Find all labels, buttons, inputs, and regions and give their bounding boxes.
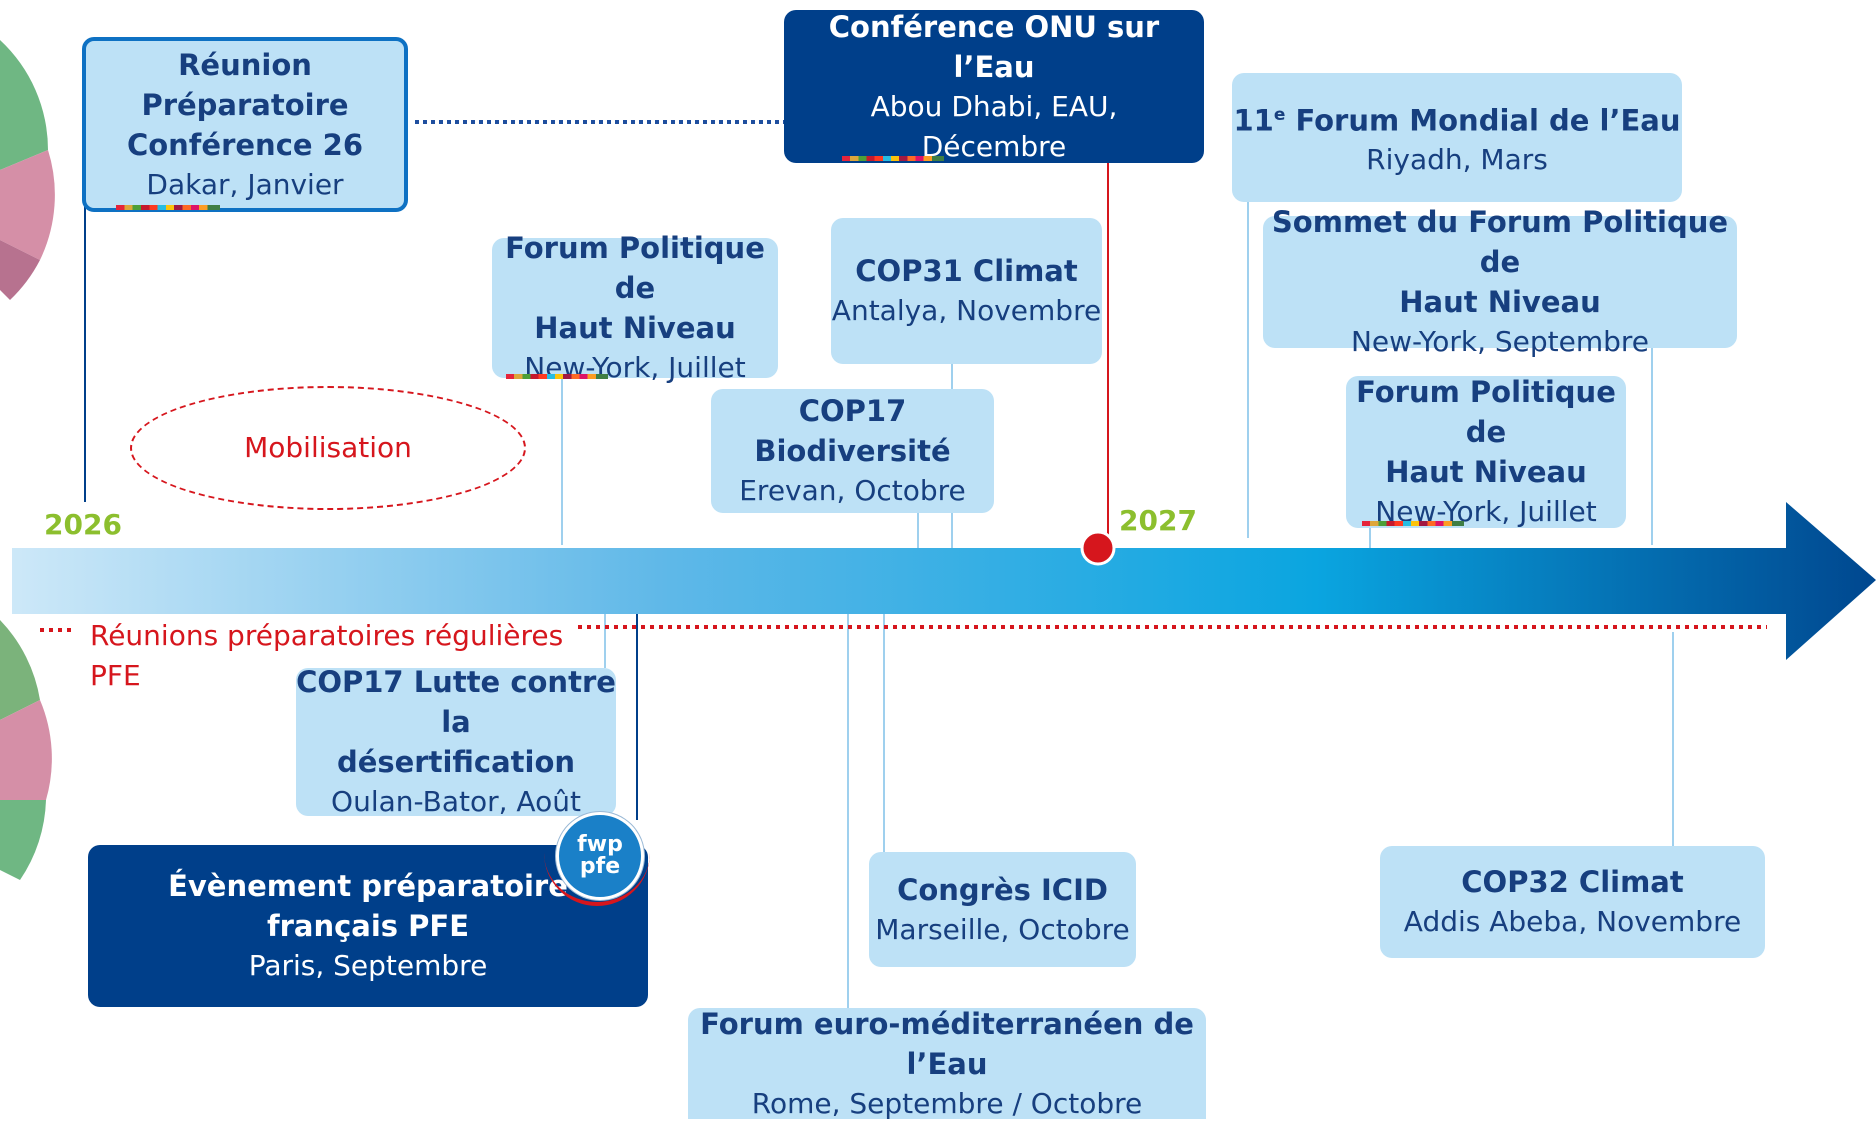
year-2027-label: 2027: [1119, 504, 1197, 537]
event-dakar-title-1: Réunion: [178, 47, 312, 82]
event-icid-title: Congrès ICID: [897, 872, 1108, 907]
fwp-pfe-logo: fwp pfe: [556, 812, 644, 900]
event-cop17bio: COP17 Biodiversité Erevan, Octobre: [711, 389, 994, 513]
event-onu-sub1: Abou Dhabi, EAU,: [870, 89, 1118, 123]
year-2026-label: 2026: [44, 508, 122, 541]
event-onu-sub2: Décembre: [921, 129, 1067, 163]
mobilisation-ellipse: Mobilisation: [130, 386, 526, 510]
reunions-label: Réunions préparatoires régulières PFE: [90, 616, 563, 696]
event-cop32-sub: Addis Abeba, Novembre: [1403, 905, 1742, 938]
reunions-label-line1: Réunions préparatoires régulières: [90, 619, 564, 652]
logo-line2: pfe: [579, 854, 621, 879]
event-sommet-title1: Sommet du Forum Politique de: [1271, 205, 1729, 279]
event-sommet-title2: Haut Niveau: [1399, 285, 1601, 319]
event-euromed-title: Forum euro-méditerranéen de l’Eau: [700, 1006, 1194, 1081]
event-onu: Conférence ONU sur l’Eau Abou Dhabi, EAU…: [784, 10, 1204, 163]
event-cop17bio-title: COP17 Biodiversité: [754, 394, 951, 468]
logo-line1: fwp: [577, 832, 623, 857]
event-cop17desert: COP17 Lutte contre la désertification Ou…: [296, 665, 616, 818]
event-forum11-sub: Riyadh, Mars: [1366, 143, 1548, 177]
event-fphn-2027: Forum Politique de Haut Niveau New-York,…: [1346, 375, 1626, 528]
sdg-stripe-fphn-2027: [1362, 521, 1464, 526]
event-fphn-2026-title2: Haut Niveau: [534, 311, 736, 345]
event-icid-sub: Marseille, Octobre: [875, 912, 1130, 946]
event-dakar-sub: Dakar, Janvier: [146, 167, 344, 201]
event-cop17desert-title1: COP17 Lutte contre la: [296, 665, 616, 739]
event-forum11-rest: Forum Mondial de l’Eau: [1285, 103, 1681, 138]
mobilisation-label: Mobilisation: [244, 431, 412, 464]
event-cop17desert-sub: Oulan-Bator, Août: [331, 785, 581, 818]
event-dakar-title-3: Conférence 26: [126, 127, 364, 162]
event-cop31-sub: Antalya, Novembre: [831, 294, 1102, 327]
event-cop32-title: COP32 Climat: [1461, 865, 1684, 899]
event-fphn-2026-title1: Forum Politique de: [505, 231, 765, 305]
event-cop31-title: COP31 Climat: [855, 254, 1078, 288]
event-cop32: COP32 Climat Addis Abeba, Novembre: [1380, 846, 1765, 958]
event-sommet: Sommet du Forum Politique de Haut Niveau…: [1263, 205, 1737, 358]
logo-arc: [544, 826, 650, 906]
timeline-arrow: [12, 502, 1876, 660]
reunions-label-line2: PFE: [90, 659, 141, 692]
event-dakar: Réunion Préparatoire Conférence 26 Dakar…: [82, 37, 408, 212]
event-euromed-sub: Rome, Septembre / Octobre: [751, 1086, 1143, 1120]
event-cop17desert-title2: désertification: [336, 745, 576, 779]
event-fphn-2026: Forum Politique de Haut Niveau New-York,…: [492, 231, 778, 384]
event-cop17bio-sub: Erevan, Octobre: [739, 474, 966, 507]
event-fphn-2026-sub: New-York, Juillet: [524, 351, 746, 384]
event-pfe-title2: français PFE: [266, 909, 470, 943]
event-pfe-sub: Paris, Septembre: [248, 949, 488, 982]
event-forum11-title: 11e Forum Mondial de l’Eau: [1233, 95, 1680, 141]
sdg-stripe-fphn-2026: [506, 374, 608, 379]
event-forum11-num: 11: [1233, 103, 1274, 138]
event-fphn-2027-title2: Haut Niveau: [1385, 455, 1587, 489]
event-cop31: COP31 Climat Antalya, Novembre: [831, 218, 1102, 364]
event-fphn-2027-sub: New-York, Juillet: [1375, 495, 1597, 528]
event-sommet-sub: New-York, Septembre: [1350, 325, 1650, 358]
marker-2027-dot: [1080, 530, 1116, 566]
event-fphn-2027-title1: Forum Politique de: [1356, 375, 1616, 449]
event-forum11-sup: e: [1273, 104, 1286, 125]
event-onu-title: Conférence ONU sur l’Eau: [828, 9, 1160, 84]
sdg-wheel-top: [0, 40, 55, 300]
event-pfe-title1: Évènement préparatoire: [168, 869, 568, 903]
event-dakar-title-2: Préparatoire: [141, 87, 349, 122]
sdg-stripe-dakar: [116, 205, 220, 210]
event-euromed: Forum euro-méditerranéen de l’Eau Rome, …: [688, 1007, 1206, 1120]
sdg-stripe-onu: [842, 156, 944, 161]
event-forum11: 11e Forum Mondial de l’Eau Riyadh, Mars: [1232, 73, 1682, 202]
event-icid: Congrès ICID Marseille, Octobre: [869, 852, 1136, 967]
sdg-wheel-bottom: [0, 620, 52, 880]
